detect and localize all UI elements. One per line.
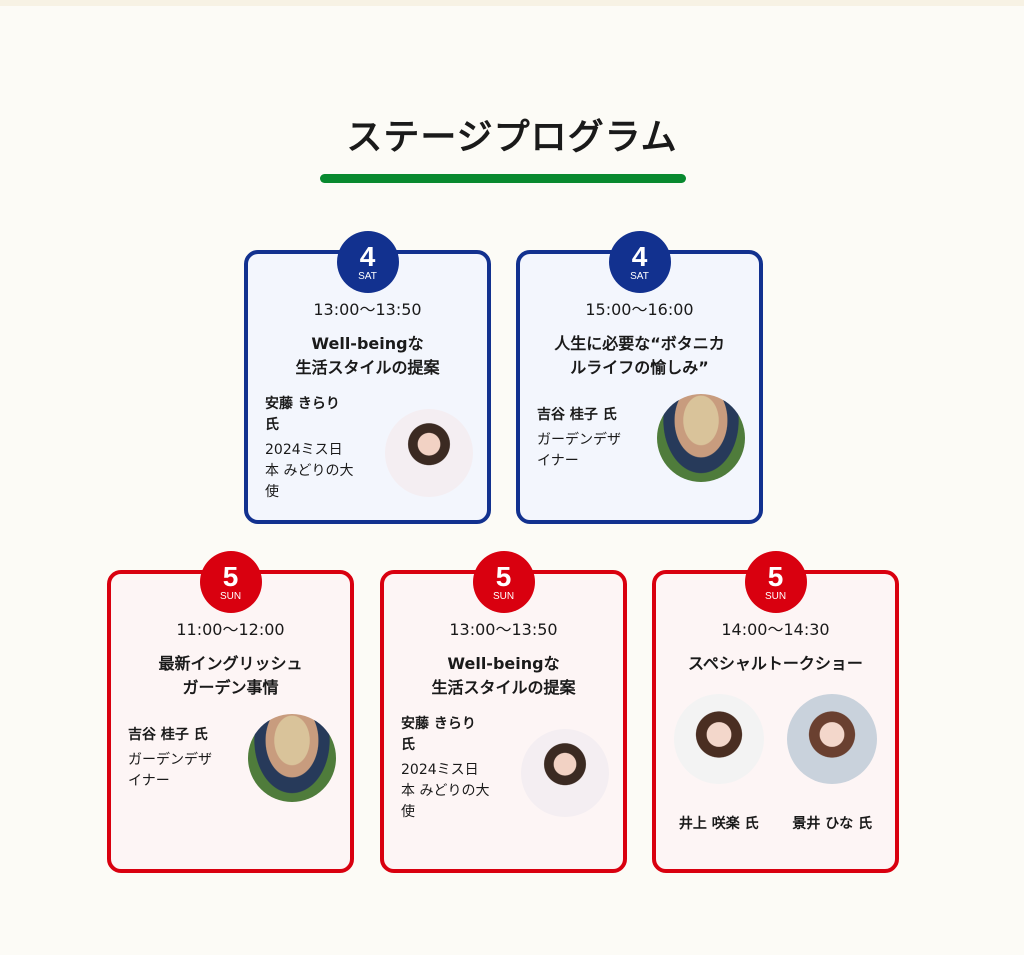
day-of-week: SAT xyxy=(630,270,649,282)
speaker-photo xyxy=(673,694,764,784)
speaker-photo xyxy=(521,728,609,817)
day-number: 4 xyxy=(631,240,648,272)
program-title: 人生に必要な“ボタニカルライフの愉しみ” xyxy=(520,332,759,380)
speaker: 安藤 きらり 氏 2024ミス日本 みどりの大使 xyxy=(384,714,623,823)
time: 11:00〜12:00 xyxy=(176,620,285,639)
day-of-week: SAT xyxy=(358,270,377,282)
title-line: ルライフの愉しみ” xyxy=(570,358,709,377)
day-of-week: SUN xyxy=(492,590,515,602)
day-number: 4 xyxy=(359,240,376,272)
speaker: 吉谷 桂子 氏ガーデンデザイナー xyxy=(111,714,350,802)
speaker-role: 2024ミス日本 みどりの大使 xyxy=(401,762,490,820)
program-title: Well-beingな生活スタイルの提案 xyxy=(248,332,487,380)
day-number: 5 xyxy=(495,560,512,592)
speaker-name: 井上 咲楽 氏 xyxy=(678,816,759,832)
speaker-photo xyxy=(657,394,745,482)
day-of-week: SUN xyxy=(764,590,787,602)
title-line: 生活スタイルの提案 xyxy=(431,678,576,697)
page-title: ステージプログラム xyxy=(346,117,678,158)
time: 13:00〜13:50 xyxy=(449,620,558,639)
speakers: 井上 咲楽 氏 景井 ひな 氏 xyxy=(656,694,895,835)
speaker-photo xyxy=(787,694,878,784)
speaker: 安藤 きらり 氏 2024ミス日本 みどりの大使 xyxy=(248,394,487,503)
speaker-role: 2024ミス日本 みどりの大使 xyxy=(265,442,354,500)
speaker: 吉谷 桂子 氏ガーデンデザイナー xyxy=(520,394,759,482)
top-band xyxy=(0,0,1024,6)
title-line: ガーデン事情 xyxy=(182,678,279,697)
speaker-photo xyxy=(248,714,336,802)
time: 15:00〜16:00 xyxy=(585,300,694,319)
title-line: 人生に必要な“ボタニカ xyxy=(554,334,725,353)
title-underline xyxy=(320,174,686,183)
speaker-name: 安藤 きらり 氏 xyxy=(265,396,340,433)
speaker-role: ガーデンデザイナー xyxy=(537,431,621,469)
program-title: スペシャルトークショー xyxy=(688,654,863,673)
title-line: Well-beingな xyxy=(311,334,424,353)
day-of-week: SUN xyxy=(219,590,242,602)
speaker-name: 景井 ひな 氏 xyxy=(792,816,873,832)
speaker-photo xyxy=(385,408,473,497)
title-line: 最新イングリッシュ xyxy=(158,654,303,673)
speaker-name: 吉谷 桂子 氏 xyxy=(128,726,208,743)
time: 14:00〜14:30 xyxy=(721,620,830,639)
speaker-name: 安藤 きらり 氏 xyxy=(401,716,476,753)
time: 13:00〜13:50 xyxy=(313,300,422,319)
day-number: 5 xyxy=(767,560,784,592)
speaker-role: ガーデンデザイナー xyxy=(128,751,212,789)
speaker-name: 吉谷 桂子 氏 xyxy=(537,406,617,423)
program-title: 最新イングリッシュガーデン事情 xyxy=(111,652,350,700)
title-line: Well-beingな xyxy=(447,654,560,673)
program-title: Well-beingな生活スタイルの提案 xyxy=(384,652,623,700)
title-line: 生活スタイルの提案 xyxy=(295,358,440,377)
day-number: 5 xyxy=(222,560,239,592)
